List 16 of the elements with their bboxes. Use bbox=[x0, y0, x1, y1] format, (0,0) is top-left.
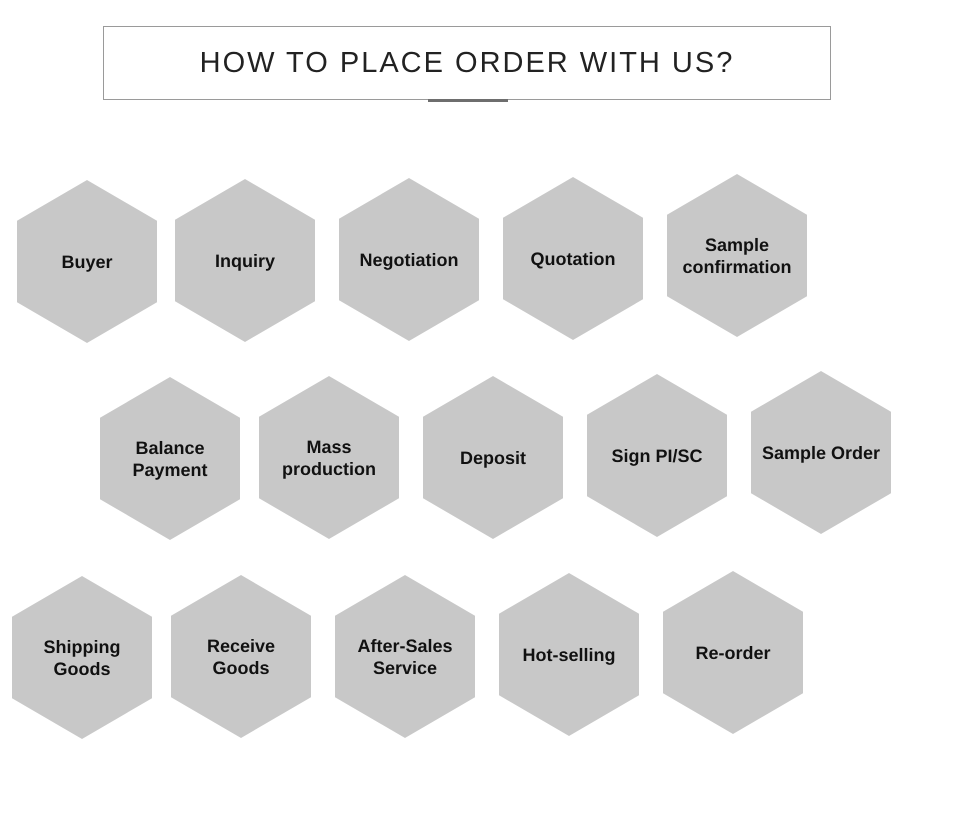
step-label: Mass production bbox=[281, 436, 377, 480]
step-label: Shipping Goods bbox=[42, 636, 122, 680]
step-label: Deposit bbox=[460, 446, 526, 468]
step-label: Buyer bbox=[61, 250, 113, 272]
step-label: Quotation bbox=[530, 248, 616, 270]
title: HOW TO PLACE ORDER WITH US? bbox=[200, 46, 734, 80]
step-label: Receive Goods bbox=[206, 634, 276, 678]
step-label: Sample confirmation bbox=[681, 234, 792, 278]
step-label: After-Sales Service bbox=[356, 634, 454, 678]
step-label: Sample Order bbox=[762, 442, 880, 464]
step-label: Balance Payment bbox=[131, 436, 209, 480]
step-label: Re-order bbox=[695, 642, 770, 664]
step-label: Hot-selling bbox=[522, 644, 616, 666]
step-label: Sign PI/SC bbox=[611, 444, 702, 466]
step-label: Inquiry bbox=[214, 250, 275, 272]
step-label: Negotiation bbox=[360, 248, 458, 270]
